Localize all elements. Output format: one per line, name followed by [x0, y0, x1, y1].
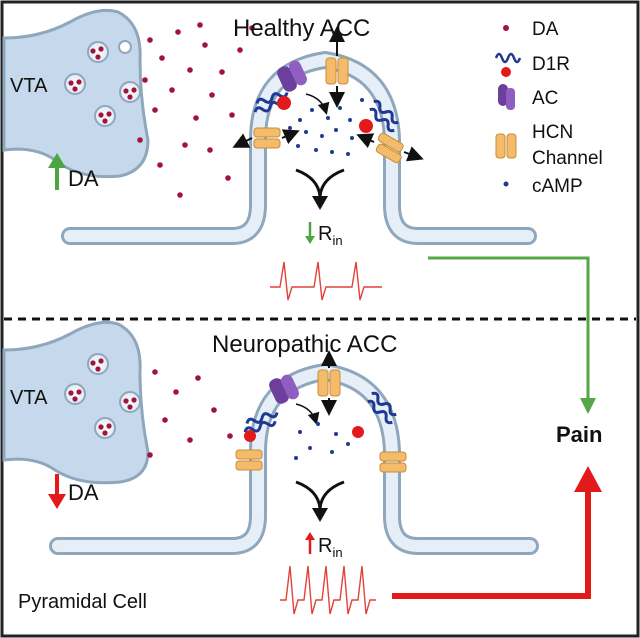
d1r-receptor-icon	[494, 52, 522, 77]
hcn-channel-icon	[495, 133, 517, 159]
neuro-to-pain-path	[392, 490, 591, 599]
rin-label-healthy: Rin	[318, 223, 343, 248]
title-healthy: Healthy ACC	[233, 15, 370, 42]
vesicles	[64, 41, 141, 127]
d1r-receptor-right-neuro	[352, 391, 397, 438]
da-increase-arrow	[48, 153, 66, 190]
da-molecules-healthy	[137, 22, 255, 198]
rin-decrease-arrow	[305, 222, 315, 244]
ac-enzyme-icon	[498, 84, 515, 110]
legend-channel: Channel	[532, 148, 603, 169]
spine-membrane-healthy	[61, 50, 537, 245]
spike-train-neuro	[280, 565, 376, 615]
d1r-receptor-right-healthy	[359, 99, 399, 133]
ac-enzyme-healthy	[277, 60, 307, 92]
da-decrease-arrow	[48, 474, 66, 509]
rin-label-neuro: Rin	[318, 535, 343, 560]
converging-arrow-neuro	[295, 480, 345, 522]
legend: DA D1R AC HCN Channel cAMP	[494, 19, 603, 197]
hcn-channel-left-neuro	[235, 449, 263, 471]
neuropathic-panel: VTA DA Neuropathic ACC	[2, 320, 602, 615]
vta-label-neuro: VTA	[10, 387, 48, 409]
camp-molecules-neuro	[294, 422, 350, 460]
ac-enzyme-neuro	[269, 374, 299, 404]
legend-ac: AC	[532, 88, 558, 109]
converging-arrow-healthy	[295, 168, 345, 210]
vta-label-healthy: VTA	[10, 75, 48, 97]
cell-label: Pyramidal Cell	[18, 591, 147, 613]
camp-molecules-healthy	[288, 98, 364, 156]
hcn-channel-right-neuro	[379, 451, 407, 473]
title-neuropathic: Neuropathic ACC	[212, 331, 397, 358]
hcn-channel-top-healthy	[325, 26, 349, 108]
da-label-neuro: DA	[68, 480, 99, 505]
healthy-to-pain-path	[428, 256, 590, 402]
da-molecules-neuro	[147, 369, 233, 458]
hcn-channel-left-healthy	[232, 127, 300, 149]
d1r-receptor-left-neuro	[243, 412, 279, 442]
rin-increase-arrow	[305, 532, 315, 554]
healthy-panel: VTA DA Healthy ACC	[2, 8, 596, 414]
vesicles-neuro	[64, 353, 141, 439]
spike-train-healthy	[270, 261, 382, 301]
da-dot-icon	[503, 25, 509, 31]
da-label-healthy: DA	[68, 166, 99, 191]
camp-dot-icon	[503, 181, 509, 187]
legend-d1r: D1R	[532, 54, 570, 75]
pain-label: Pain	[556, 422, 602, 447]
hcn-channel-top-neuro	[317, 350, 341, 416]
legend-hcn: HCN	[532, 122, 573, 143]
legend-camp: cAMP	[532, 176, 583, 197]
hcn-channel-right-healthy	[356, 132, 424, 164]
legend-da: DA	[532, 19, 559, 40]
d1r-receptor-left-healthy	[253, 92, 291, 113]
